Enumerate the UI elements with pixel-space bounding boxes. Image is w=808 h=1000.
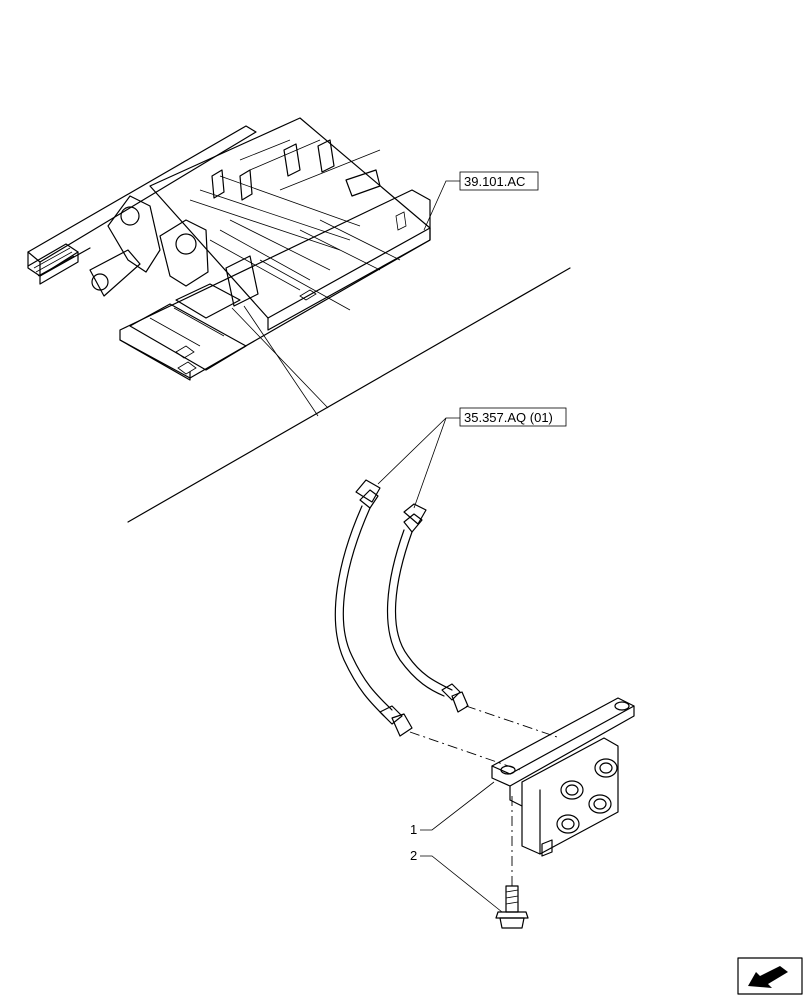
callout-item-1[interactable]: 1 bbox=[410, 781, 495, 837]
hose-reference-callout[interactable]: 35.357.AQ (01) bbox=[377, 407, 567, 509]
frame-reference-callout[interactable]: 39.101.AC bbox=[423, 171, 539, 231]
callout-number-2: 2 bbox=[410, 848, 417, 863]
callout-number-1: 1 bbox=[410, 822, 417, 837]
hydraulic-hose-icon bbox=[334, 479, 561, 771]
hose-reference-label: 35.357.AQ (01) bbox=[464, 410, 553, 425]
frame-reference-label: 39.101.AC bbox=[464, 174, 525, 189]
section-divider bbox=[127, 267, 571, 523]
flange-bolt-icon bbox=[495, 885, 529, 929]
valve-block-icon bbox=[491, 697, 635, 890]
excavator-undercarriage-frame-icon bbox=[27, 117, 431, 381]
next-page-arrow-icon[interactable] bbox=[737, 957, 803, 995]
callout-item-2[interactable]: 2 bbox=[410, 848, 503, 913]
